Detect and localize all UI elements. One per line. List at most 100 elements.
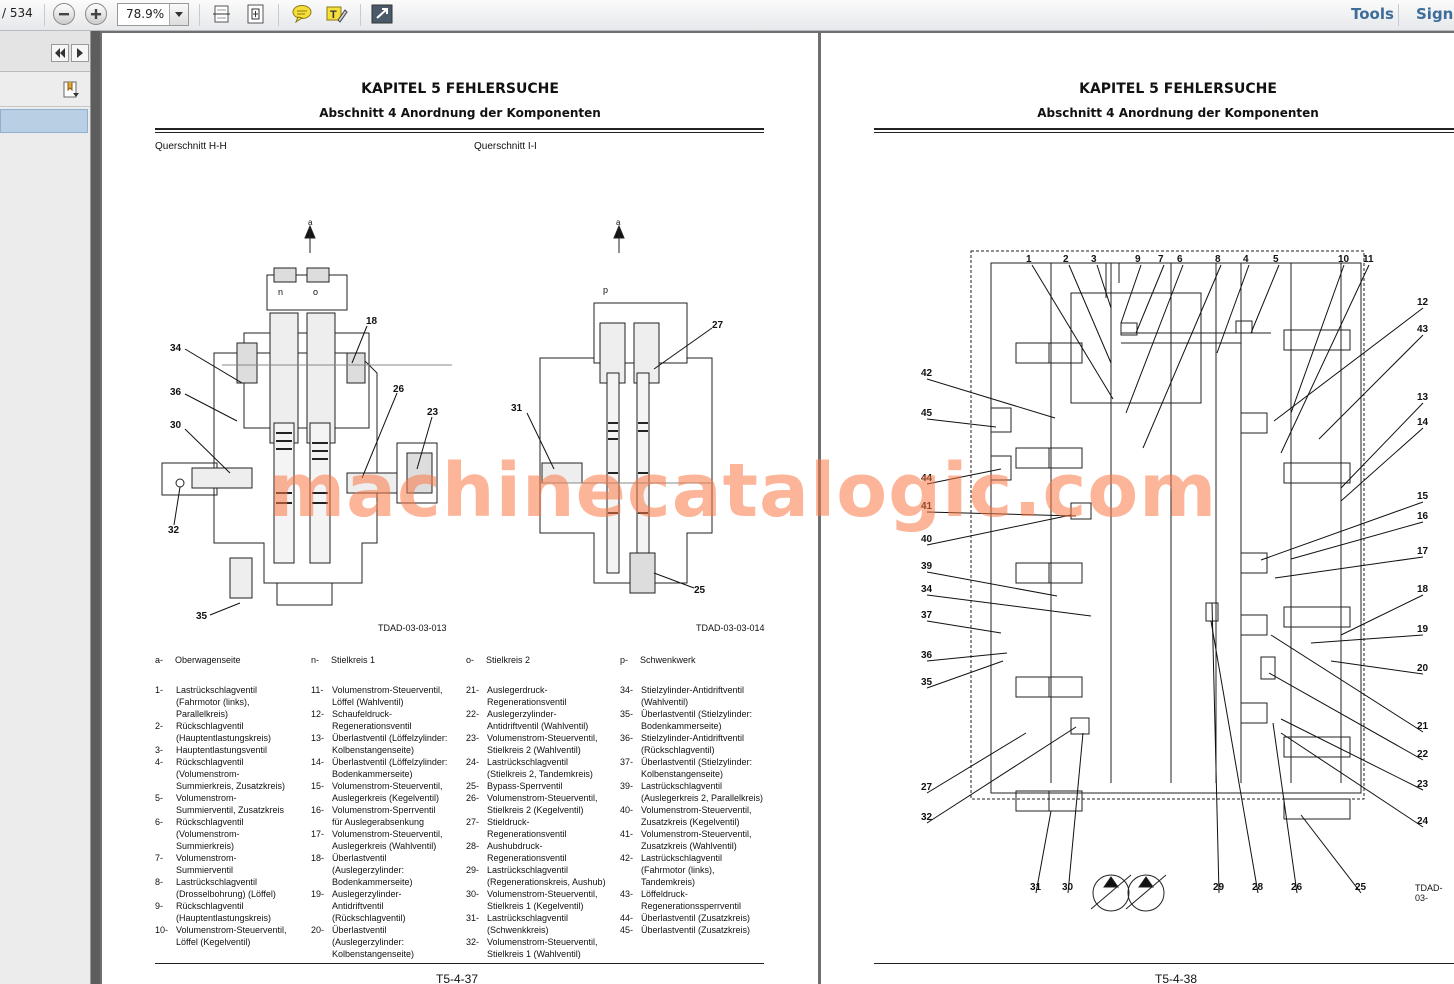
legend-entry: 34-Stielzylinder-Antidriftventil(Wahlven… bbox=[620, 684, 770, 708]
group-legend-item: a-Oberwagenseite bbox=[155, 655, 241, 665]
callout-label: 19 bbox=[1417, 624, 1429, 635]
comment-button[interactable] bbox=[290, 3, 314, 25]
legend-number: 20- bbox=[311, 925, 325, 935]
legend-text: (Schwenkkreis) bbox=[487, 925, 549, 935]
section-title: Abschnitt 4 Anordnung der Komponenten bbox=[319, 106, 601, 120]
group-text: Oberwagenseite bbox=[175, 655, 241, 665]
callout-label: 25 bbox=[694, 585, 706, 596]
legend-number: 11- bbox=[311, 685, 324, 695]
legend-number: 13- bbox=[311, 733, 325, 743]
legend-text: Stielkreis 1 (Wahlventil) bbox=[487, 949, 581, 959]
fit-width-icon bbox=[213, 5, 230, 23]
nav-pane-splitter[interactable] bbox=[91, 31, 100, 984]
fit-width-button[interactable] bbox=[210, 3, 234, 25]
callout-leader bbox=[926, 594, 1092, 617]
bookmark-options-icon[interactable] bbox=[61, 80, 81, 100]
legend-entry: 27-Stieldruck-Regenerationsventil bbox=[466, 816, 616, 840]
legend-entry: 11-Volumenstrom-Steuerventil,Löffel (Wah… bbox=[311, 684, 461, 708]
legend-text: Volumenstrom- bbox=[176, 793, 237, 803]
legend-text: Volumenstrom-Steuerventil, bbox=[487, 793, 598, 803]
callout-label: 39 bbox=[921, 561, 933, 572]
zoom-in-button[interactable] bbox=[85, 3, 107, 25]
legend-entry: 24-Lastrückschlagventil(Stielkreis 2, Ta… bbox=[466, 756, 616, 780]
legend-text: Volumenstrom-Steuerventil, bbox=[487, 733, 598, 743]
legend-number: 14- bbox=[311, 757, 325, 767]
callout-label: 16 bbox=[1417, 511, 1429, 522]
bookmark-item-selected[interactable] bbox=[0, 109, 88, 133]
legend-number: 1- bbox=[155, 685, 164, 695]
legend-entry: 28-Aushubdruck-Regenerationsventil bbox=[466, 840, 616, 864]
legend-text: Rückschlagventil bbox=[176, 901, 244, 911]
legend-number: 31- bbox=[466, 913, 480, 923]
tools-menu[interactable]: Tools bbox=[1351, 5, 1394, 23]
callout-leader bbox=[1300, 814, 1362, 894]
callout-leader bbox=[1031, 264, 1114, 400]
legend-entry: 31-Lastrückschlagventil(Schwenkkreis) bbox=[466, 912, 616, 936]
callout-leader bbox=[926, 511, 1077, 517]
group-key: n- bbox=[311, 655, 320, 665]
legend-text: (Auslegerkreis 2, Parallelkreis) bbox=[641, 793, 764, 803]
legend-text: Stielkreis 1 (Kegelventil) bbox=[487, 901, 584, 911]
legend-entry: 17-Volumenstrom-Steuerventil,Auslegerkre… bbox=[311, 828, 461, 852]
zoom-field[interactable]: 78.9% bbox=[117, 3, 189, 26]
fullscreen-button[interactable] bbox=[370, 3, 394, 25]
toolbar-separator bbox=[199, 4, 200, 26]
legend-text: Auslegerkreis (Wahlventil) bbox=[332, 841, 437, 851]
legend-text: Hauptentlastungsventil bbox=[176, 745, 268, 755]
legend-entry: 12-Schaufeldruck-Regenerationsventil bbox=[311, 708, 461, 732]
legend-entry: 21-Auslegerdruck-Regenerationsventil bbox=[466, 684, 616, 708]
highlight-text-button[interactable]: T bbox=[324, 3, 348, 25]
legend-number: 28- bbox=[466, 841, 480, 851]
toolbar: / 534 78.9% T Tools Sign bbox=[0, 0, 1454, 31]
callout-label: 7 bbox=[1158, 254, 1164, 265]
callout-label: 31 bbox=[511, 403, 523, 414]
callout-leader bbox=[1280, 264, 1370, 454]
sign-menu[interactable]: Sign bbox=[1416, 5, 1454, 23]
callout-label: 28 bbox=[1252, 882, 1264, 893]
expand-nav-button[interactable] bbox=[71, 44, 89, 62]
legend-text: Lastrückschlagventil bbox=[176, 685, 258, 695]
callout-label: 44 bbox=[921, 473, 933, 484]
legend-number: 9- bbox=[155, 901, 164, 911]
legend-text: Bodenkammerseite) bbox=[332, 769, 413, 779]
callout-label: p bbox=[603, 285, 608, 295]
caption-section-ii: Querschnitt I-I bbox=[474, 141, 537, 152]
fit-page-button[interactable] bbox=[244, 3, 268, 25]
callout-leader bbox=[1068, 264, 1112, 364]
callout-label: 17 bbox=[1417, 546, 1429, 557]
legend-entry: 20-Überlastventil(Auslegerzylinder:Kolbe… bbox=[311, 924, 461, 960]
legend-text: Löffeldruck- bbox=[641, 889, 688, 899]
callout-label: 43 bbox=[1417, 324, 1429, 335]
legend-number: 4- bbox=[155, 757, 164, 767]
callout-leader bbox=[1260, 501, 1424, 561]
legend-text: (Rückschlagventil) bbox=[332, 913, 406, 923]
group-key: o- bbox=[466, 655, 475, 665]
legend-number: 3- bbox=[155, 745, 164, 755]
legend-entry: 1-Lastrückschlagventil(Fahrmotor (links)… bbox=[155, 684, 305, 720]
collapse-nav-button[interactable] bbox=[51, 44, 69, 62]
header-rule bbox=[874, 128, 1454, 130]
callout-label: 20 bbox=[1417, 663, 1429, 674]
svg-text:T: T bbox=[330, 9, 337, 21]
zoom-dropdown-button[interactable] bbox=[169, 4, 188, 25]
legend-text: Rückschlagventil bbox=[176, 817, 244, 827]
zoom-out-button[interactable] bbox=[53, 3, 75, 25]
legend-number: 25- bbox=[466, 781, 480, 791]
callout-label: 29 bbox=[1213, 882, 1225, 893]
legend-number: 45- bbox=[620, 925, 634, 935]
legend-number: 44- bbox=[620, 913, 634, 923]
legend-text: Regenerationssperrventil bbox=[641, 901, 742, 911]
callout-leader bbox=[1290, 521, 1424, 560]
legend-text: Lastrückschlagventil bbox=[487, 757, 569, 767]
callout-label: 22 bbox=[1417, 749, 1429, 760]
callout-leader bbox=[926, 378, 1056, 419]
legend-number: 16- bbox=[311, 805, 325, 815]
callout-label: 34 bbox=[170, 343, 182, 354]
watermark-text: machinecatalogic.com bbox=[268, 448, 1218, 534]
legend-text: Regenerationsventil bbox=[487, 697, 567, 707]
legend-number: 27- bbox=[466, 817, 480, 827]
callout-leader bbox=[926, 571, 1058, 597]
callout-label: 13 bbox=[1417, 392, 1429, 403]
callout-leader bbox=[1125, 264, 1184, 414]
